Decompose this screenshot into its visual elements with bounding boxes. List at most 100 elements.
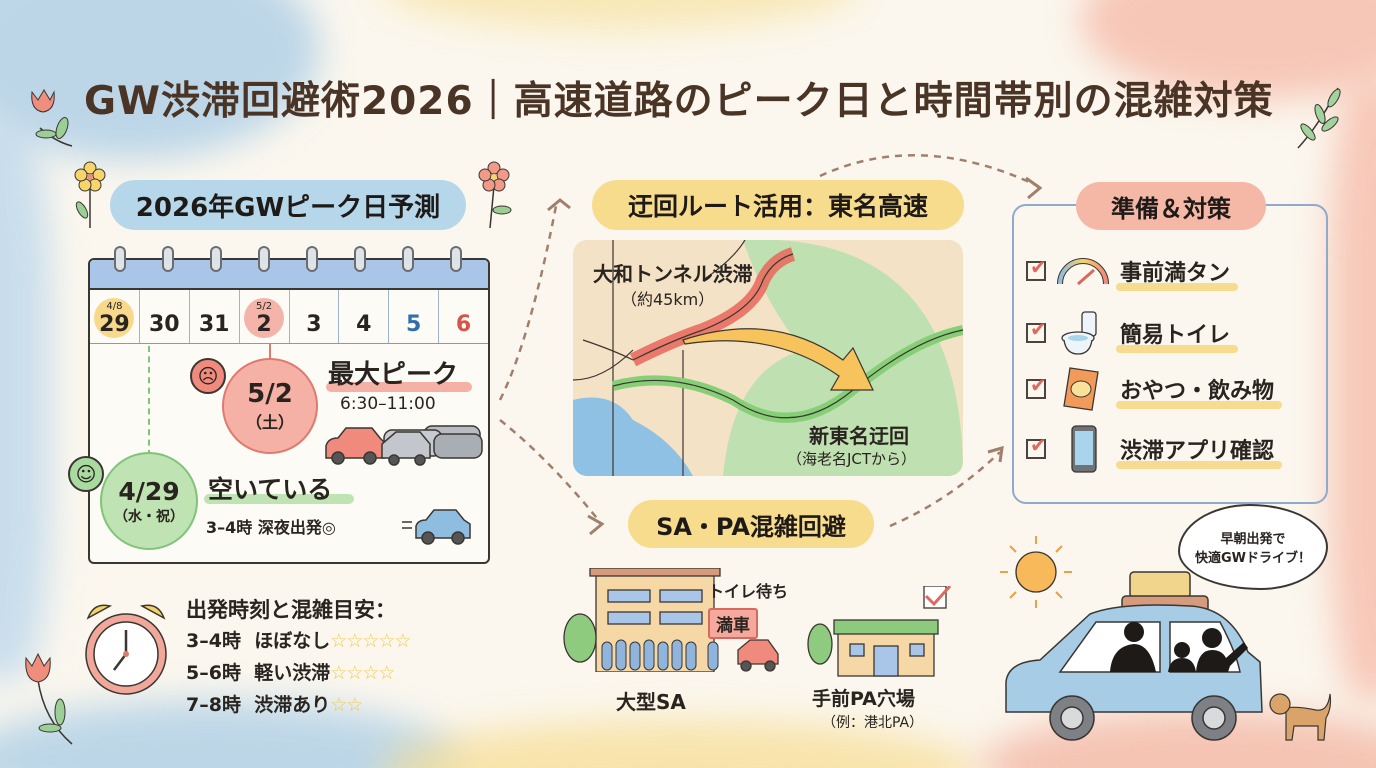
departure-time: 7–8時 (186, 694, 241, 716)
background-wash (0, 120, 50, 680)
flow-arrows (498, 154, 1043, 536)
binder-ring (210, 246, 222, 272)
checklist-item[interactable]: おやつ・飲み物 (1026, 366, 1283, 412)
smile-face-icon: ☺ (68, 456, 104, 492)
peak-forecast-heading: 2026年GWピーク日予測 (110, 180, 466, 230)
peak-label: 最大ピーク (328, 360, 459, 390)
prep-heading: 準備＆対策 (1076, 182, 1266, 230)
empty-date: 4/29 (118, 476, 180, 506)
alarm-clock-icon (85, 604, 167, 695)
star-rating: ☆☆ (330, 694, 363, 716)
route-note: （海老名JCTから） (787, 450, 917, 468)
big-sa-label: 大型SA (616, 690, 686, 714)
calendar-day-row: 4/8 29 30 31 5/2 2 3 4 5 (90, 290, 488, 344)
checkbox-checked[interactable] (1026, 373, 1047, 399)
day-sublabel: 4/8 (106, 301, 123, 312)
day-number: 30 (149, 312, 180, 337)
connector-line (269, 344, 271, 360)
binder-ring (402, 246, 414, 272)
calendar-day[interactable]: 4/8 29 (90, 290, 140, 343)
detour-heading: 迂回ルート活用：東名高速 (592, 180, 964, 230)
departure-row: 5–6時 軽い渋滞☆☆☆☆ (186, 658, 395, 685)
leaf-branch-icon (1297, 87, 1341, 149)
calendar-day[interactable]: 5/2 2 (240, 290, 290, 343)
binder-ring (354, 246, 366, 272)
binder-ring (114, 246, 126, 272)
empty-weekday: （水・祝） (114, 508, 184, 525)
departure-status: 渋滞あり (254, 694, 331, 716)
crowded-sa-icon (563, 568, 779, 672)
quiet-pa-icon (807, 586, 952, 677)
highlight-underline (204, 494, 354, 504)
checklist-label: 事前満タン (1116, 255, 1239, 291)
calendar-day[interactable]: 6 (439, 290, 488, 343)
departure-status: 軽い渋滞 (254, 662, 331, 684)
calendar-day[interactable]: 4 (339, 290, 390, 343)
jam-label: 大和トンネル渋滞 (593, 262, 753, 286)
jam-length: （約45km） (621, 290, 715, 309)
blue-car-icon (402, 509, 471, 545)
highlight-underline (326, 382, 472, 392)
bubble-line: 快適GWドライブ！ (1194, 551, 1311, 566)
checkbox-checked[interactable] (1026, 255, 1047, 281)
empty-note: 3–4時 深夜出発◎ (206, 518, 336, 537)
toilet-wait-label: トイレ待ち (708, 582, 789, 601)
day-number: 6 (455, 312, 472, 337)
calendar-day[interactable]: 30 (140, 290, 190, 343)
binder-ring (162, 246, 174, 272)
checklist-item[interactable]: 事前満タン (1026, 254, 1239, 291)
sun-icon (1000, 536, 1072, 608)
bubble-line: 早朝出発で (1220, 532, 1286, 547)
detour-map[interactable]: 大和トンネル渋滞 （約45km） 新東名迂回 （海老名JCTから） (573, 240, 963, 476)
checklist-item[interactable]: 渋滞アプリ確認 (1026, 424, 1283, 474)
checklist-label: 渋滞アプリ確認 (1116, 433, 1283, 469)
star-rating: ☆☆☆☆☆ (330, 630, 411, 652)
checkbox-checked[interactable] (1026, 433, 1047, 459)
peak-date-circle: 5/2 （土） (222, 358, 318, 454)
checklist-label: 簡易トイレ (1116, 317, 1239, 353)
day-number: 29 (99, 312, 130, 337)
toilet-icon (1061, 311, 1097, 355)
departure-heading: 出発時刻と混雑目安： (186, 598, 396, 622)
calendar-header (90, 260, 488, 290)
background-wash (1330, 80, 1376, 700)
departure-row: 3–4時 ほぼなし☆☆☆☆☆ (186, 626, 411, 653)
calendar-day[interactable]: 31 (190, 290, 240, 343)
pa-example: （例：港北PA） (822, 715, 924, 731)
tulip-icon (25, 652, 73, 745)
day-number: 2 (256, 312, 272, 337)
full-parking-sign: 満車 (708, 608, 758, 639)
yellow-flower-icon (74, 161, 106, 228)
checklist-label: おやつ・飲み物 (1116, 373, 1283, 409)
day-sublabel: 5/2 (256, 301, 273, 312)
speech-bubble: 早朝出発で 快適GWドライブ！ (1178, 504, 1328, 590)
connector-line (148, 346, 150, 456)
pa-label: 手前PA穴場 (812, 688, 915, 710)
star-rating: ☆☆☆☆ (330, 662, 395, 684)
calendar-day[interactable]: 5 (389, 290, 440, 343)
snack-bag-icon (1063, 367, 1099, 411)
family-car-icon (1005, 571, 1263, 741)
calendar-day[interactable]: 3 (290, 290, 340, 343)
checklist-item[interactable]: 簡易トイレ (1026, 310, 1239, 356)
day-number: 5 (406, 312, 422, 337)
day-highlight (244, 298, 285, 338)
binder-ring (450, 246, 462, 272)
fuel-gauge-icon (1057, 258, 1109, 286)
dog-icon (1269, 693, 1332, 741)
sapa-heading: SA・PA混雑回避 (628, 500, 874, 548)
peak-weekday: （土） (245, 413, 294, 432)
smartphone-icon (1071, 425, 1097, 473)
binder-ring (306, 246, 318, 272)
day-number: 31 (198, 312, 230, 337)
tulip-icon (31, 89, 73, 147)
pink-flower-icon (478, 161, 512, 229)
empty-date-circle: 4/29 （水・祝） (100, 452, 198, 550)
departure-time: 5–6時 (186, 662, 241, 684)
binder-ring (258, 246, 270, 272)
checkbox-checked[interactable] (1026, 317, 1047, 343)
route-map-illustration (573, 240, 963, 476)
sad-face-icon: ☹ (190, 358, 226, 394)
day-number: 3 (306, 312, 322, 337)
